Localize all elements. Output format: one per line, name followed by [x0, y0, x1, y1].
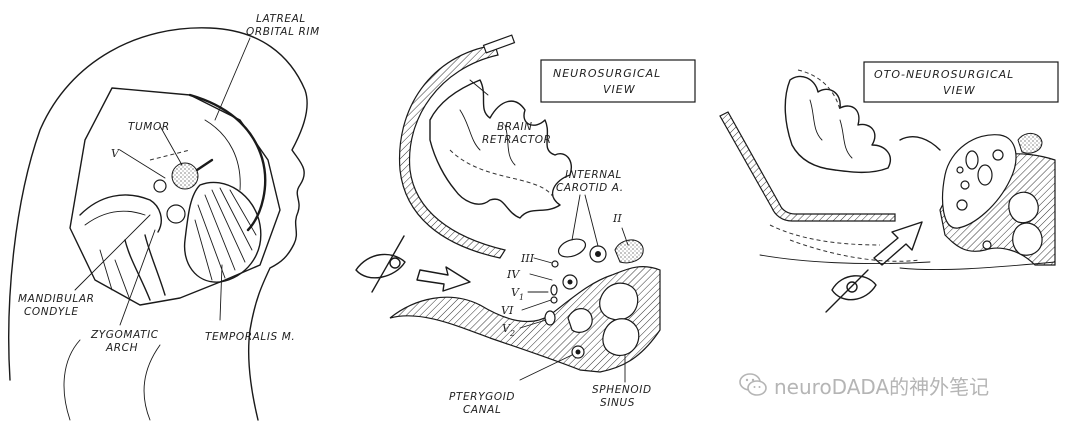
label-zygomatic-1: ZYGOMATIC [90, 329, 159, 341]
oto-view-line-1: OTO-NEUROSURGICAL [874, 68, 1014, 81]
surgical-window [69, 87, 281, 306]
label-sphenoid-2: SINUS [600, 397, 635, 409]
temporalis-muscle [183, 181, 262, 283]
oto-viewer-eye-icon [825, 269, 877, 313]
label-nerve-VI: VI [501, 304, 514, 317]
label-nerve-V2: V [502, 322, 511, 335]
tumor-mass [171, 162, 199, 190]
right-panel-oto-neurosurgical: OTO-NEUROSURGICAL VIEW [719, 61, 1059, 313]
label-lateral-rim-1: LATREAL [256, 13, 306, 25]
neurosurgical-view-line-1: NEUROSURGICAL [553, 67, 661, 80]
oto-neurosurgical-view-box [863, 61, 1059, 103]
label-tumor: TUMOR [128, 121, 170, 133]
label-internal-carotid-1: INTERNAL [565, 169, 622, 181]
label-mandibular-2: CONDYLE [24, 306, 79, 318]
label-temporalis: TEMPORALIS M. [205, 331, 295, 343]
label-nerve-IV: IV [506, 268, 520, 281]
wechat-icon [739, 373, 767, 396]
viewer-eye-icon [355, 235, 406, 293]
label-lateral-rim-2: ORBITAL RIM [246, 26, 320, 38]
label-nerve-V1-sub: 1 [519, 293, 524, 302]
left-panel-head: LATREAL ORBITAL RIM TUMOR V MANDIBULAR C… [8, 13, 320, 421]
label-pterygoid-1: PTERYGOID [449, 391, 515, 403]
label-brain-retractor-1: BRAIN [497, 121, 533, 133]
direction-arrow-icon [416, 266, 471, 292]
label-trigeminal-nerve: V [111, 147, 120, 160]
neurosurgical-view-line-2: VIEW [603, 83, 636, 96]
watermark: neuroDADA的神外笔记 [738, 368, 989, 402]
oto-view-line-2: VIEW [943, 84, 976, 97]
oto-retractor [719, 111, 896, 222]
label-brain-retractor-2: RETRACTOR [482, 134, 552, 146]
middle-panel-neurosurgical: NEUROSURGICAL VIEW [355, 34, 696, 416]
label-mandibular-1: MANDIBULAR [18, 293, 95, 305]
label-pterygoid-2: CANAL [463, 404, 501, 416]
label-nerve-V2-sub: 2 [509, 329, 515, 338]
brain-retractor [398, 44, 506, 259]
label-nerve-II: II [612, 212, 622, 225]
watermark-text: neuroDADA的神外笔记 [774, 374, 990, 399]
oto-direction-arrow-icon [873, 221, 923, 266]
label-sphenoid-1: SPHENOID [592, 384, 652, 396]
label-nerve-V1: V [511, 286, 520, 299]
label-zygomatic-2: ARCH [105, 342, 138, 354]
label-nerve-III: III [520, 252, 535, 265]
label-internal-carotid-2: CAROTID A. [556, 182, 624, 194]
neurosurgical-view-box [540, 59, 696, 103]
